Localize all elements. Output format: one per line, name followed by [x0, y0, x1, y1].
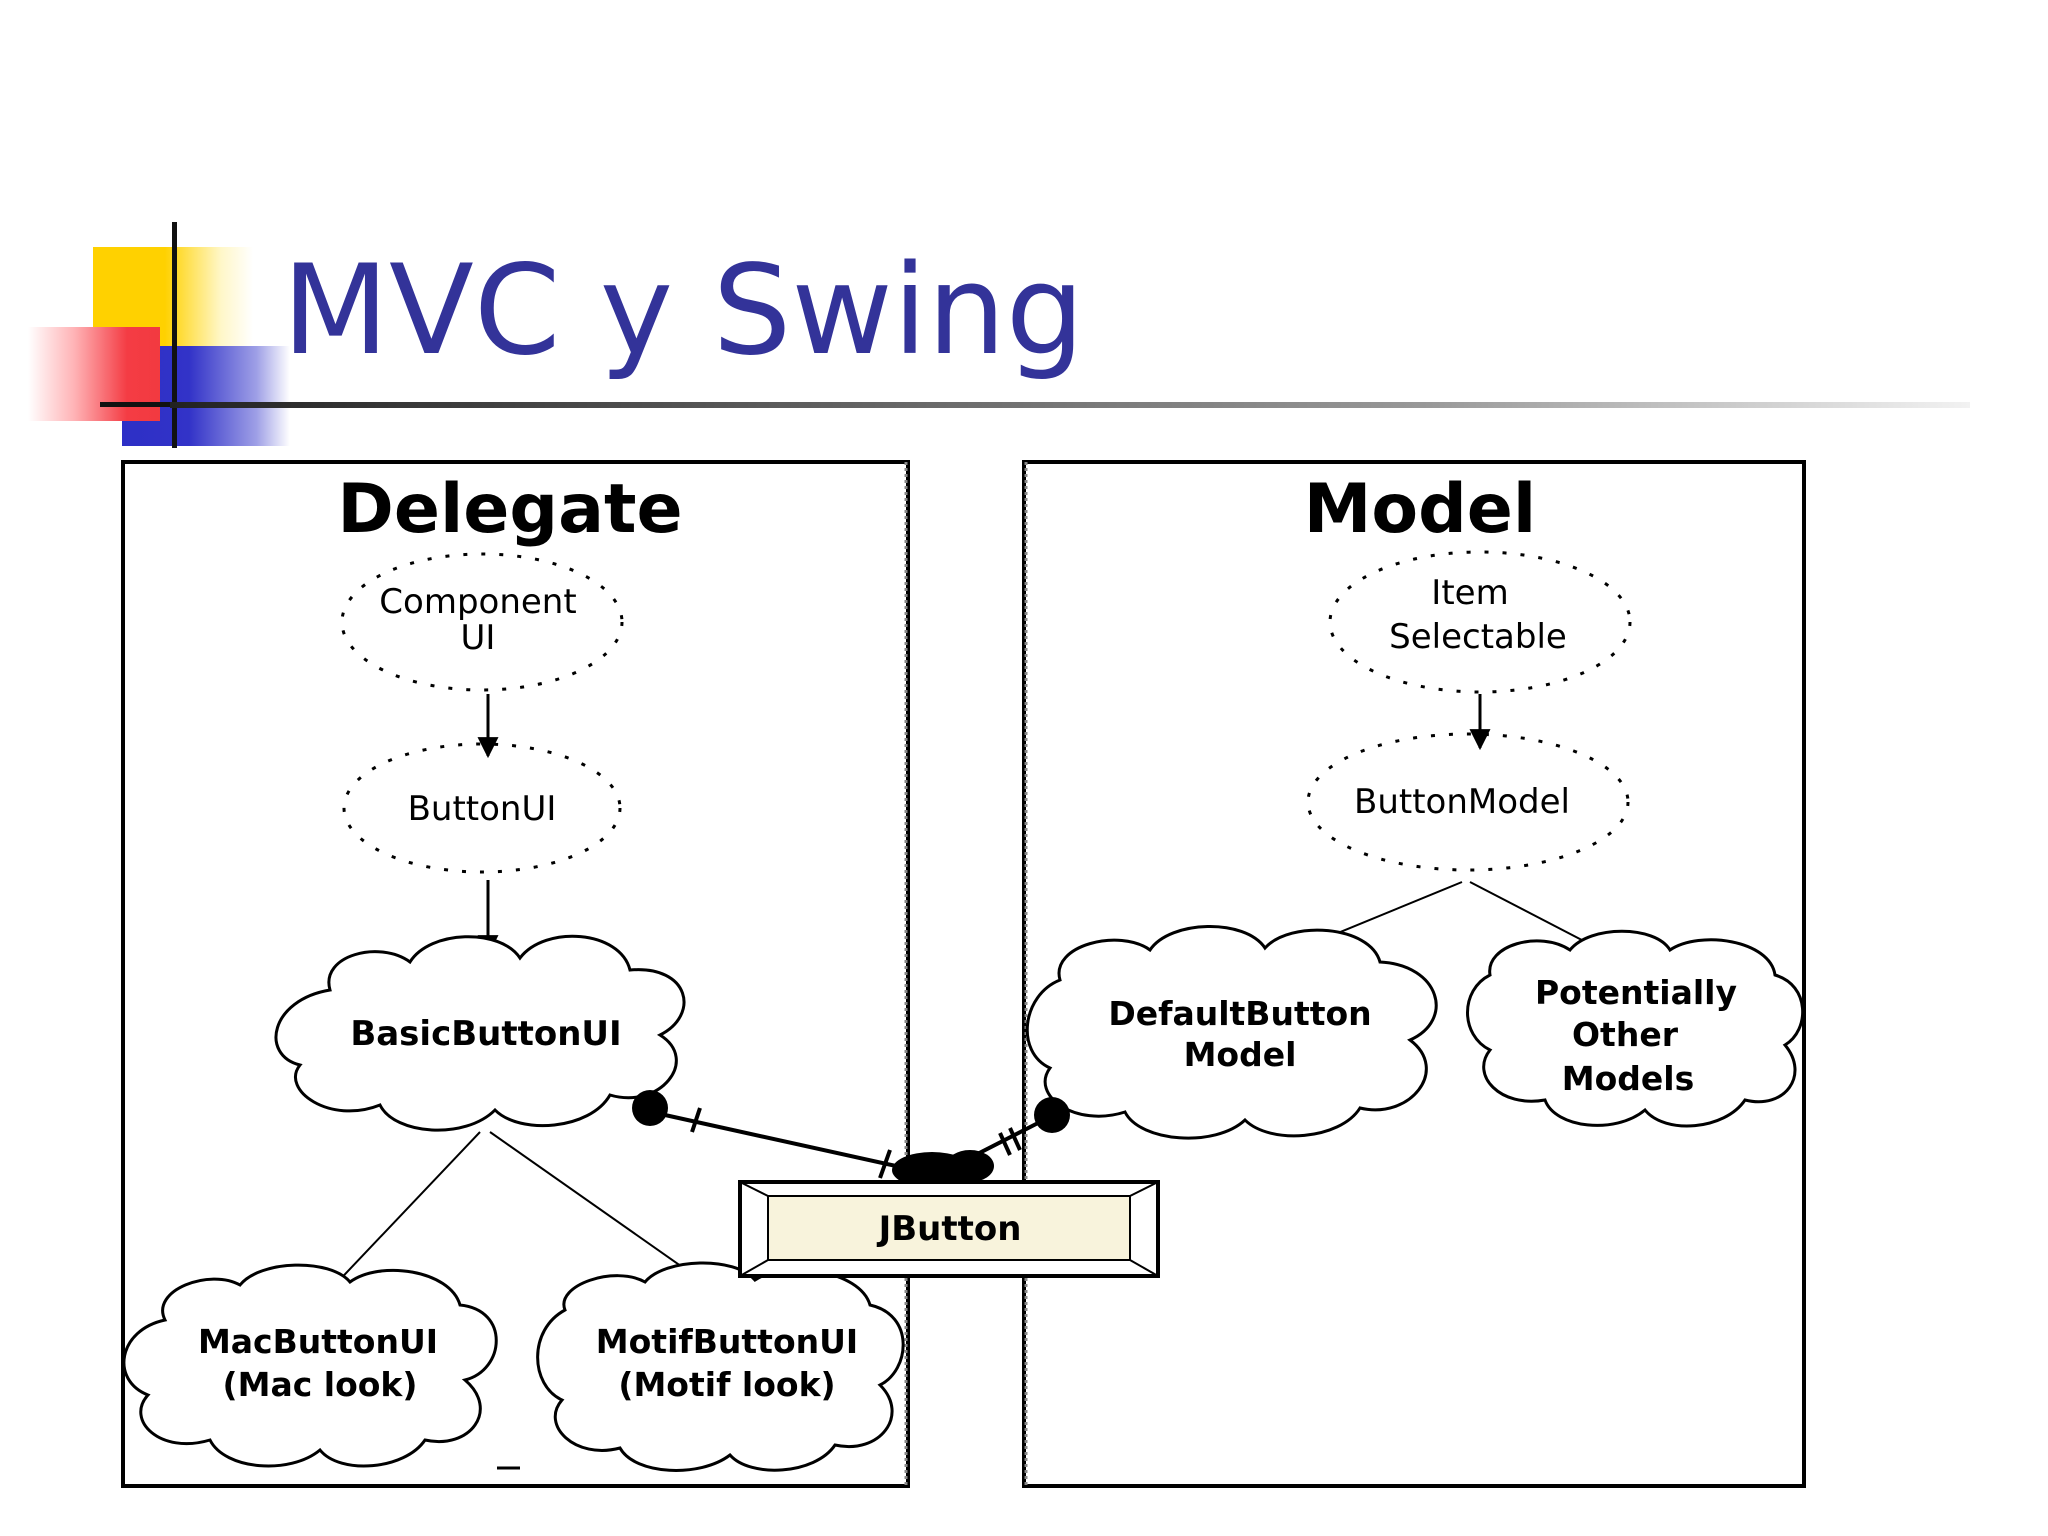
other-models-label-1: Potentially	[1535, 973, 1737, 1012]
model-heading: Model	[1304, 470, 1537, 549]
arrow-basic-to-motif	[489, 1131, 717, 1291]
default-button-model-node: DefaultButton Model	[1025, 925, 1438, 1140]
item-selectable-label-2: Selectable	[1389, 617, 1567, 657]
slide-title: MVC y Swing	[282, 239, 1085, 383]
basic-button-ui-node: BasicButtonUI	[274, 934, 686, 1132]
title-rule	[170, 402, 1970, 408]
item-selectable-node: Item Selectable	[1328, 550, 1632, 694]
other-models-label-2: Other	[1572, 1015, 1679, 1054]
motif-button-ui-node: MotifButtonUI (Motif look)	[536, 1261, 905, 1472]
delegate-heading: Delegate	[337, 470, 682, 549]
component-ui-label-1: Component	[379, 582, 576, 622]
default-button-model-label-1: DefaultButton	[1108, 994, 1371, 1033]
delegate-frame	[121, 460, 910, 1488]
button-ui-label: ButtonUI	[408, 789, 557, 829]
component-ui-node: Component UI	[340, 552, 624, 692]
default-button-model-label-2: Model	[1184, 1035, 1297, 1074]
mac-button-ui-node: MacButtonUI (Mac look)	[122, 1263, 498, 1468]
button-model-node: ButtonModel	[1306, 732, 1630, 872]
jbutton-connector-blob	[892, 1150, 994, 1188]
association-basic-to-jbutton	[632, 1090, 906, 1179]
motif-button-ui-label-2: (Motif look)	[618, 1365, 835, 1404]
other-models-label-3: Models	[1562, 1059, 1694, 1098]
model-frame	[1022, 460, 1806, 1488]
jbutton-label: JButton	[877, 1209, 1022, 1249]
arrow-basic-to-mac	[329, 1131, 481, 1292]
basic-button-ui-label: BasicButtonUI	[350, 1014, 621, 1054]
mac-button-ui-label-2: (Mac look)	[223, 1365, 418, 1404]
jbutton-node: JButton	[738, 1180, 1160, 1278]
logo-vertical-line	[172, 222, 177, 448]
motif-button-ui-label-1: MotifButtonUI	[596, 1322, 858, 1361]
mac-button-ui-label-1: MacButtonUI	[198, 1322, 438, 1361]
item-selectable-label-1: Item	[1431, 573, 1508, 613]
button-model-label: ButtonModel	[1354, 782, 1570, 822]
other-models-node: Potentially Other Models	[1466, 929, 1805, 1128]
button-ui-node: ButtonUI	[342, 742, 622, 874]
component-ui-label-2: UI	[461, 618, 496, 658]
